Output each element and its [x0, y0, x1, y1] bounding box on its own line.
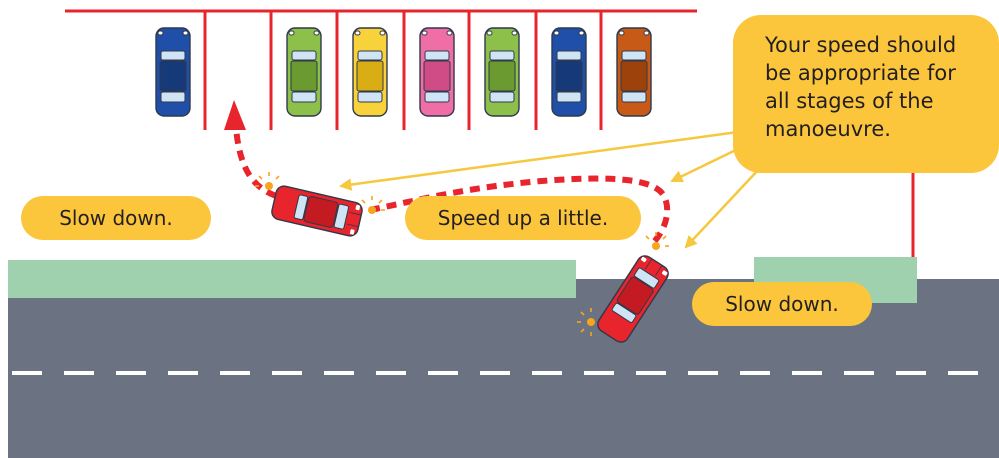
slow-down-left-text: Slow down. [59, 206, 173, 230]
parked-car [552, 28, 586, 116]
parked-car [287, 28, 321, 116]
speed-note-line-4: manoeuvre. [765, 117, 891, 141]
parked-car [485, 28, 519, 116]
slow-down-right-text: Slow down. [725, 292, 839, 316]
parked-car [617, 28, 651, 116]
verge-left [8, 260, 576, 298]
speed-note-line-2: be appropriate for [765, 61, 956, 85]
car-stage-middle [270, 185, 363, 238]
parked-car [420, 28, 454, 116]
path-arrowhead [224, 100, 246, 130]
speed-note-line-3: all stages of the [765, 89, 934, 113]
parked-car [353, 28, 387, 116]
indicator-glow-mid [362, 196, 385, 214]
parked-car [156, 28, 190, 116]
speed-note-line-1: Your speed should [764, 33, 956, 57]
speed-up-text: Speed up a little. [438, 206, 608, 230]
